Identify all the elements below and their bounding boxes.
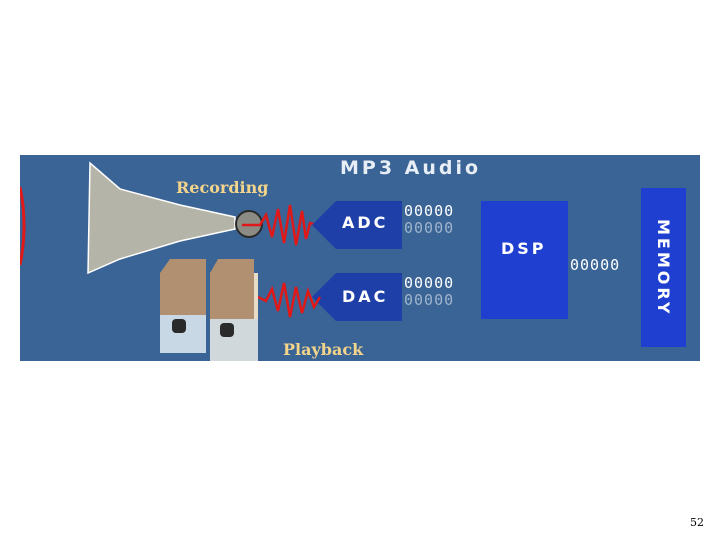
dac-converter — [312, 273, 402, 321]
recording-label: Recording — [176, 178, 269, 197]
memory-block — [641, 188, 686, 347]
playback-waveform-icon — [257, 282, 322, 318]
playback-label: Playback — [283, 340, 364, 359]
speaker-icon — [160, 259, 258, 361]
page-number: 52 — [690, 516, 704, 529]
diagram-graphics — [20, 161, 402, 361]
microphone-horn-icon — [87, 161, 263, 275]
memory-label: MEMORY — [654, 218, 673, 317]
adc-converter — [312, 201, 402, 249]
dac-label: DAC — [342, 287, 389, 306]
recording-waveform-icon — [242, 204, 317, 246]
adc-bits-top: 00000 — [404, 202, 455, 220]
mp3-audio-diagram: MP3 Audio Recording Playback — [20, 155, 700, 361]
adc-bits: 00000 00000 — [404, 203, 454, 237]
diagram-title: MP3 Audio — [340, 157, 482, 179]
dsp-memory-bits: 00000 — [570, 256, 621, 274]
sound-source-edge — [20, 186, 26, 266]
dsp-label: DSP — [501, 239, 547, 258]
adc-bits-bottom: 00000 — [404, 219, 455, 237]
dac-bits-top: 00000 — [404, 274, 455, 292]
dac-bits-bottom: 00000 — [404, 291, 455, 309]
dsp-block — [481, 201, 568, 319]
adc-label: ADC — [342, 213, 389, 232]
dac-bits: 00000 00000 — [404, 275, 454, 309]
